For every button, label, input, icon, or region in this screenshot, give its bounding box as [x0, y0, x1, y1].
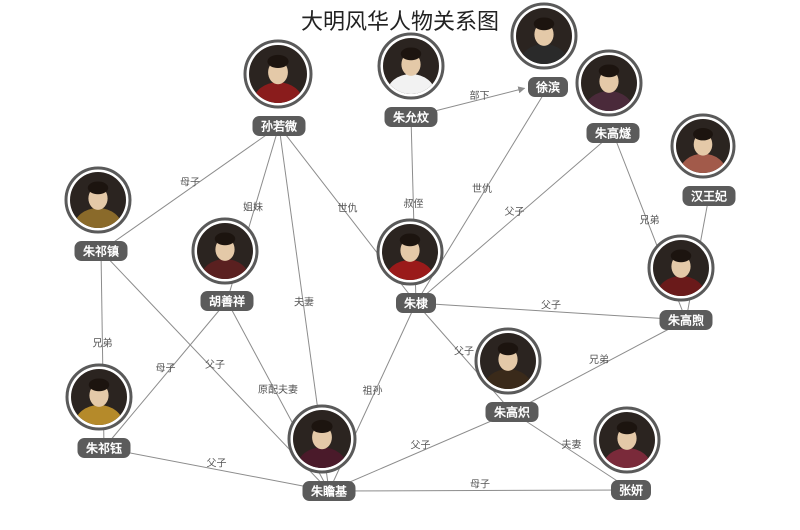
- edge-label: 兄弟: [640, 215, 660, 227]
- node-label-badge[interactable]: [528, 77, 568, 97]
- node-zhugaochi[interactable]: 朱高炽: [474, 327, 542, 422]
- node-label-badge[interactable]: [611, 480, 651, 500]
- edge-label: 夫妻: [562, 438, 582, 451]
- node-label-badge[interactable]: [252, 116, 306, 136]
- node-hanwangfei[interactable]: 汉王妃: [670, 113, 736, 206]
- edge-label: 夫妻: [294, 296, 314, 309]
- portrait-icon: [71, 369, 127, 425]
- edge-label: 父子: [205, 359, 225, 371]
- node-sunruowei[interactable]: 孙若微: [243, 39, 313, 136]
- portrait-icon: [653, 240, 709, 296]
- node-name: 张妍: [619, 483, 643, 498]
- node-name: 胡善祥: [209, 294, 245, 309]
- portrait-icon: [676, 119, 730, 173]
- edge-label: 叔侄: [404, 197, 424, 210]
- edge-label: 部下: [470, 89, 490, 102]
- node-label-badge[interactable]: [485, 402, 539, 422]
- portrait-icon: [382, 224, 438, 280]
- edge-label: 姐妹: [243, 201, 263, 214]
- node-label-badge[interactable]: [200, 291, 254, 311]
- edge-hushanxiang-zhuqiyu: [103, 300, 228, 449]
- node-name: 孙若微: [261, 119, 298, 134]
- portrait-icon: [516, 8, 572, 64]
- edge-zhudi-zhugaoxu: [415, 302, 687, 321]
- edge-label: 父子: [541, 300, 561, 312]
- portrait-icon: [480, 333, 536, 389]
- edge-label: 兄弟: [589, 354, 609, 366]
- edge-label: 父子: [411, 440, 431, 452]
- edge-label: 兄弟: [93, 338, 113, 350]
- edge-zhugaoxu-zhugaochi: [511, 319, 687, 413]
- portrait-icon: [581, 55, 637, 111]
- edge-label: 父子: [454, 346, 474, 358]
- node-name: 朱高炽: [494, 405, 530, 420]
- node-name: 朱高燧: [595, 126, 631, 141]
- edge-zhudi-zhugaochi: [415, 302, 513, 413]
- node-name: 徐滨: [535, 80, 560, 95]
- node-zhuyunwen[interactable]: 朱允炆: [377, 32, 445, 127]
- edge-label: 祖孙: [363, 384, 383, 397]
- edge-zhugaochi-zhangyan: [511, 411, 632, 491]
- node-name: 朱祁镇: [83, 244, 119, 259]
- diagram-title: 大明风华人物关系图: [300, 10, 499, 35]
- portrait-icon: [70, 172, 126, 228]
- node-zhangyan[interactable]: 张妍: [593, 406, 661, 500]
- node-label-badge[interactable]: [384, 107, 438, 127]
- node-zhuqiyu[interactable]: 朱祁钰: [65, 363, 133, 458]
- node-zhuzhanji[interactable]: 朱瞻基: [287, 404, 357, 501]
- edge-zhugaochi-zhuzhanji: [328, 411, 513, 492]
- node-label-badge[interactable]: [396, 293, 436, 313]
- node-name: 朱祁钰: [86, 441, 122, 456]
- node-label-badge[interactable]: [74, 241, 128, 261]
- edge-zhuzhanji-zhangyan: [328, 489, 632, 492]
- edge-label: 原配夫妻: [258, 383, 298, 396]
- edge-label: 父子: [207, 458, 227, 470]
- edge-zhuqiyu-zhuzhanji: [103, 447, 330, 492]
- edge-label: 母子: [470, 479, 490, 491]
- node-name: 朱高煦: [668, 313, 704, 328]
- node-zhuqizhen[interactable]: 朱祁镇: [64, 166, 132, 261]
- node-label-badge[interactable]: [77, 438, 131, 458]
- edge-label: 世仇: [472, 182, 492, 195]
- portrait-icon: [383, 38, 439, 94]
- node-label-badge[interactable]: [659, 310, 713, 330]
- portrait-icon: [293, 410, 351, 468]
- portrait-icon: [599, 412, 655, 468]
- edge-zhugaosui-zhudi: [415, 132, 614, 304]
- edge-label: 父子: [505, 206, 525, 218]
- node-zhudi[interactable]: 朱棣: [376, 218, 444, 313]
- node-name: 朱允炆: [393, 110, 430, 125]
- node-zhugaoxu[interactable]: 朱高煦: [647, 234, 715, 330]
- node-label-badge[interactable]: [682, 186, 736, 206]
- node-zhugaosui[interactable]: 朱高燧: [575, 49, 643, 143]
- edge-label: 世仇: [338, 202, 358, 215]
- node-hushanxiang[interactable]: 胡善祥: [191, 217, 259, 311]
- node-label-badge[interactable]: [302, 481, 356, 501]
- node-name: 汉王妃: [691, 189, 727, 204]
- edge-label: 母子: [180, 177, 200, 189]
- edge-label: 母子: [156, 363, 176, 375]
- node-name: 朱瞻基: [311, 484, 348, 499]
- edge-sunruowei-zhuqizhen: [100, 125, 280, 252]
- node-label-badge[interactable]: [586, 123, 640, 143]
- portrait-icon: [197, 223, 253, 279]
- node-xubin[interactable]: 徐滨: [510, 2, 578, 97]
- portrait-icon: [249, 45, 307, 103]
- node-name: 朱棣: [404, 296, 428, 311]
